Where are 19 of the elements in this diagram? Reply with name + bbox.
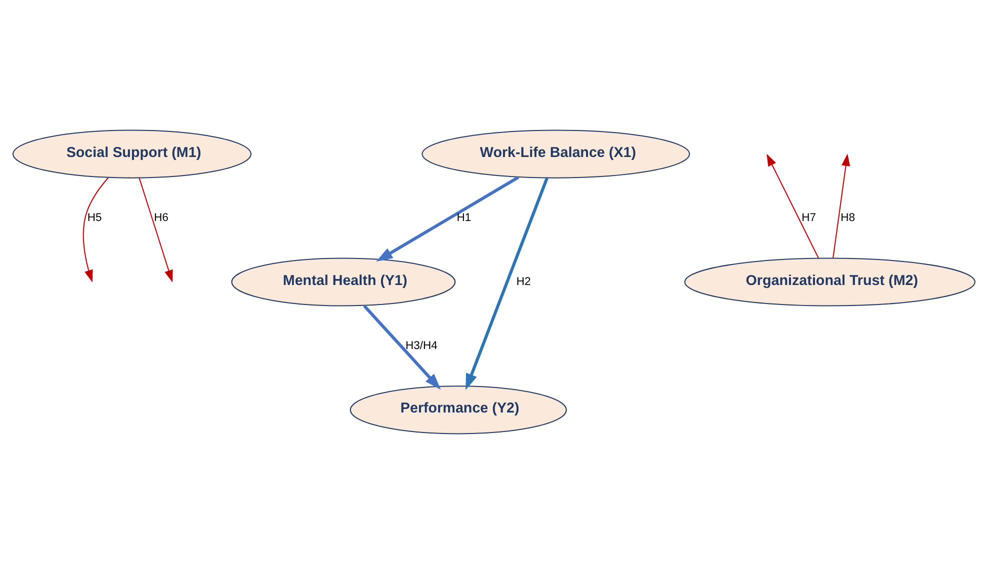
arrow bbox=[82, 176, 109, 282]
node-ellipse: Work-Life Balance (X1) bbox=[422, 129, 690, 178]
edge-label: H8 bbox=[840, 211, 856, 224]
arrow bbox=[766, 153, 819, 258]
node-ellipse: Social Support (M1) bbox=[12, 129, 252, 178]
edge-label: H3/H4 bbox=[405, 339, 438, 352]
edge-label: H7 bbox=[802, 211, 816, 224]
arrow bbox=[832, 153, 850, 258]
arrow bbox=[363, 304, 441, 390]
node-ellipse: Performance (Y2) bbox=[350, 385, 567, 434]
arrow bbox=[376, 175, 520, 262]
edge-label: H2 bbox=[516, 275, 531, 288]
node-ellipse: Mental Health (Y1) bbox=[231, 257, 456, 306]
edge-label: H6 bbox=[154, 211, 168, 224]
edge-label: H1 bbox=[456, 211, 472, 224]
arrow bbox=[466, 177, 548, 390]
arrow bbox=[138, 178, 173, 282]
edge-label: H5 bbox=[87, 211, 102, 224]
node-ellipse: Organizational Trust (M2) bbox=[684, 257, 976, 306]
